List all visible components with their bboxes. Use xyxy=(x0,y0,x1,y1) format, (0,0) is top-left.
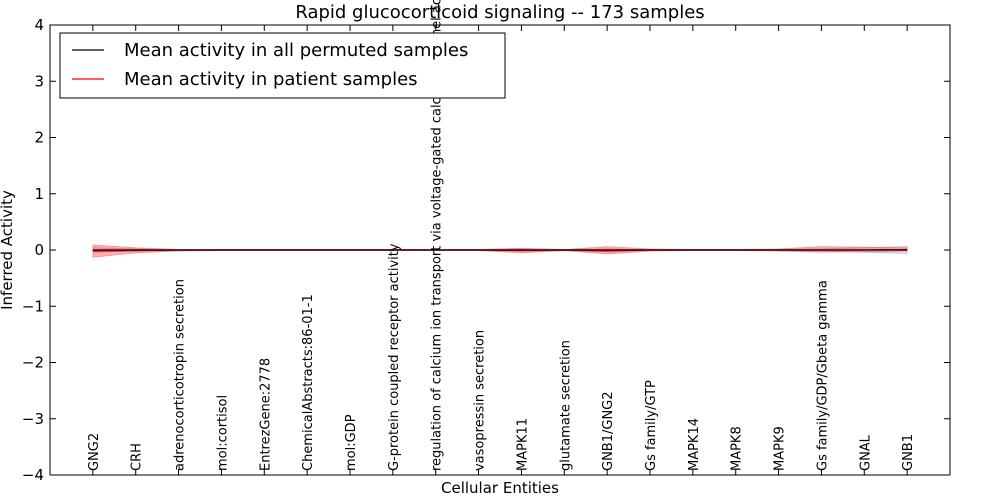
confidence-bands xyxy=(92,244,908,258)
x-tick-label: mol:cortisol xyxy=(215,395,230,471)
y-tick-label: 1 xyxy=(34,185,44,203)
x-tick-label: GNB1/GNG2 xyxy=(601,391,616,471)
y-tick-label: −1 xyxy=(22,297,44,315)
x-tick-label: vasopressin secretion xyxy=(473,330,488,471)
x-tick-label: GNG2 xyxy=(87,433,102,471)
y-tick-label: −4 xyxy=(22,466,44,484)
x-tick-label: GNB1 xyxy=(901,434,916,471)
x-tick-labels: GNG2 CRH adrenocorticotropin secretion mol:… xyxy=(87,0,916,471)
x-tick-label: MAPK14 xyxy=(687,418,702,471)
x-tick-label: adrenocorticotropin secretion xyxy=(173,279,188,471)
y-tick-label: −3 xyxy=(22,410,44,428)
x-tick-label: mol:GDP xyxy=(344,414,359,471)
x-tick-label: MAPK9 xyxy=(773,426,788,471)
x-tick-label: G-protein coupled receptor activity xyxy=(387,243,402,471)
patient-band xyxy=(92,244,908,258)
x-tick-label: MAPK11 xyxy=(515,418,530,471)
y-tick-label: 3 xyxy=(34,72,44,90)
x-axis-label: Cellular Entities xyxy=(441,479,559,497)
chart-title: Rapid glucocorticoid signaling -- 173 sa… xyxy=(295,2,704,23)
x-tick-label: GNAL xyxy=(858,434,873,471)
y-tick-label: 2 xyxy=(34,129,44,147)
legend-label-permuted: Mean activity in all permuted samples xyxy=(124,40,468,61)
legend: Mean activity in all permuted samplesMea… xyxy=(59,32,506,99)
x-tick-label: CRH xyxy=(130,443,145,471)
legend-box xyxy=(59,32,506,99)
x-tick-label: MAPK8 xyxy=(730,426,745,471)
plot-area-frame xyxy=(49,24,951,476)
y-tick-label: 4 xyxy=(34,16,44,34)
y-tick-label: −2 xyxy=(22,354,44,372)
x-tick-label: EntrezGene:2778 xyxy=(258,358,273,471)
series-lines xyxy=(92,248,908,252)
y-axis-label: Inferred Activity xyxy=(0,190,16,310)
y-tick-label: 0 xyxy=(34,241,44,259)
x-tick-label: ChemicalAbstracts:86-01-1 xyxy=(301,294,316,471)
x-tick-label: Gs family/GTP xyxy=(644,380,659,471)
x-tick-label: Gs family/GDP/Gbeta gamma xyxy=(815,280,830,471)
y-ticks: −4 −3 −2 −1 0 1 2 3 4 xyxy=(22,16,950,484)
x-tick-label: regulation of calcium ion transport via … xyxy=(430,0,445,471)
legend-label-patient: Mean activity in patient samples xyxy=(124,69,418,90)
x-tick-label: glutamate secretion xyxy=(558,340,573,471)
